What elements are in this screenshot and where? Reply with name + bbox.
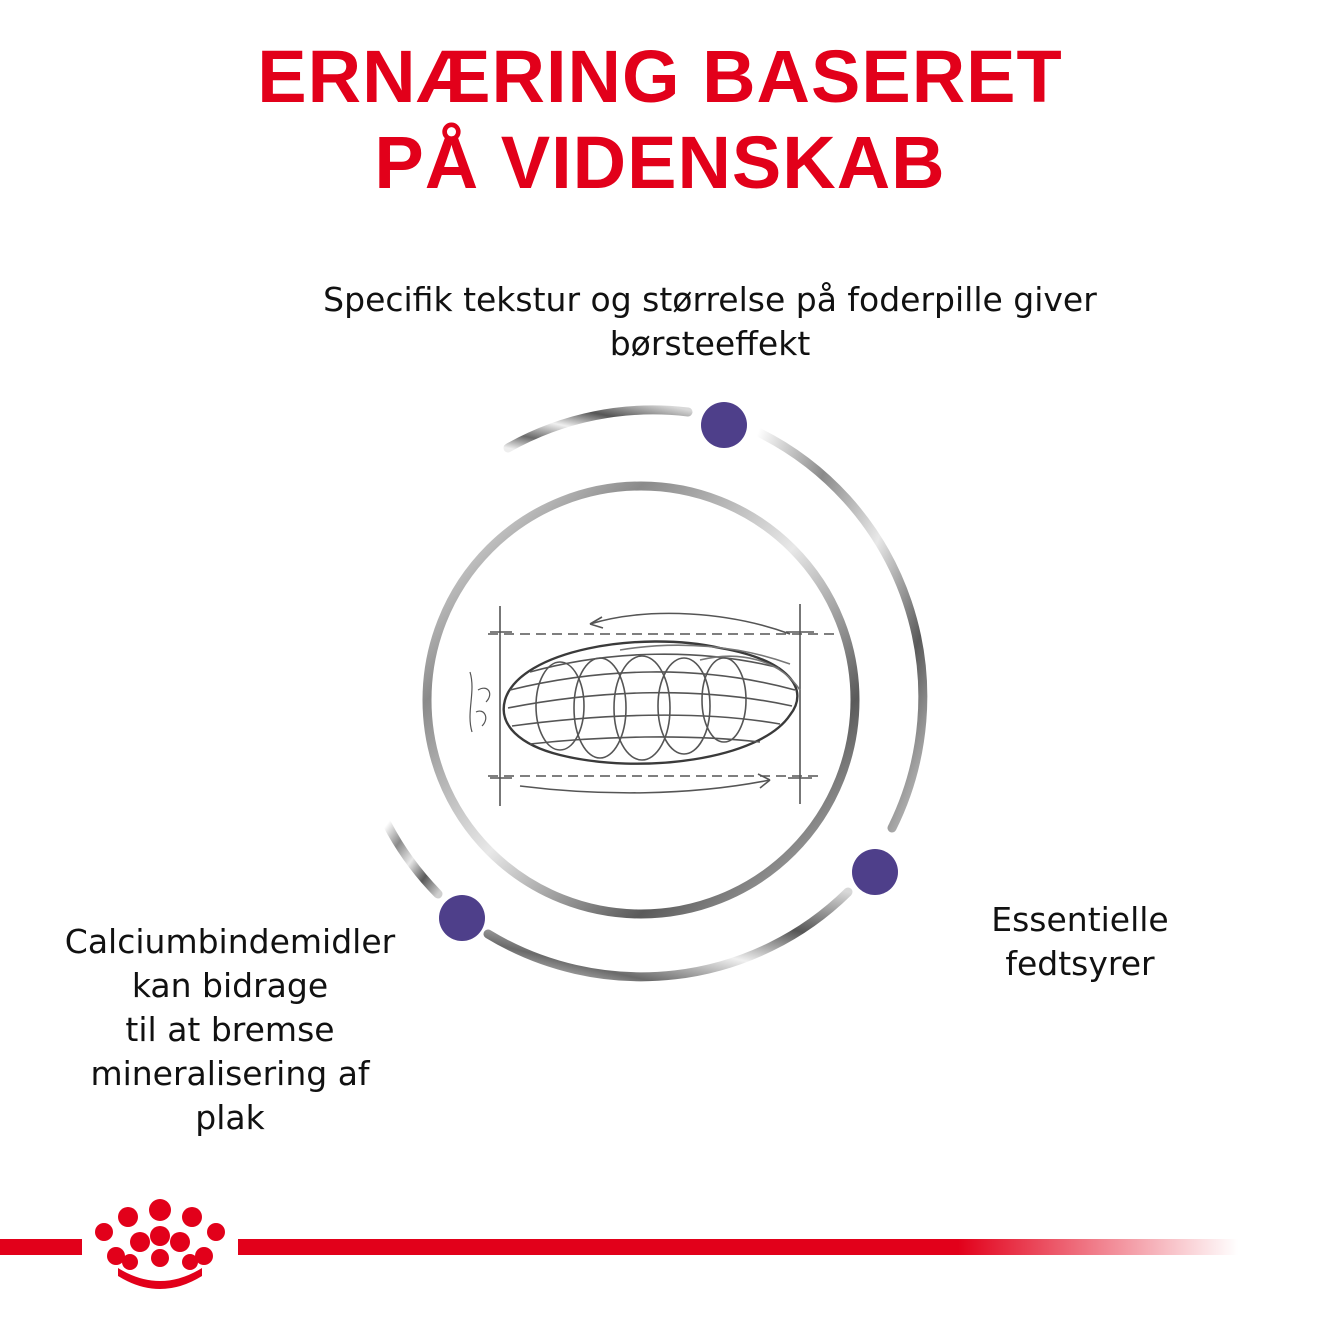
outer-arc-bottom [483,887,853,982]
benefit-label-calcium-line-3: til at bremse [125,1010,335,1049]
benefit-label-calcium: Calciumbindemidler kan bidrage til at br… [40,920,420,1140]
outer-arc-left [382,819,443,899]
benefit-label-calcium-line-1: Calciumbindemidler [64,922,396,961]
benefit-label-fatty-acids-line-2: fedtsyrer [1005,944,1155,983]
benefit-label-brushing-line-2: børsteeffekt [609,324,811,363]
benefit-label-brushing-line-1: Specifik tekstur og størrelse på foderpi… [323,280,1097,319]
benefit-label-calcium-line-2: kan bidrage [131,966,329,1005]
benefit-label-calcium-line-4: mineralisering af [90,1054,370,1093]
benefit-label-fatty-acids-line-1: Essentielle [991,900,1169,939]
footer-line-right [238,1239,1238,1255]
title-line-1: ERNÆRING BASERET [257,35,1063,118]
inner-ring [422,481,860,919]
benefit-marker-top [701,402,747,448]
page-title: ERNÆRING BASERET PÅ VIDENSKAB [0,34,1320,206]
title-line-2: PÅ VIDENSKAB [374,121,946,204]
benefit-marker-left [439,895,485,941]
benefit-label-brushing: Specifik tekstur og størrelse på foderpi… [260,278,1160,366]
outer-arc-top [503,405,693,453]
footer-line-left [0,1239,82,1255]
benefit-label-calcium-line-5: plak [195,1098,265,1137]
outer-arc-right [753,427,928,833]
kibble-sketch-illustration [469,604,836,806]
benefit-label-fatty-acids: Essentielle fedtsyrer [960,898,1200,986]
benefit-marker-right [852,849,898,895]
royal-crown-icon [95,1199,225,1289]
